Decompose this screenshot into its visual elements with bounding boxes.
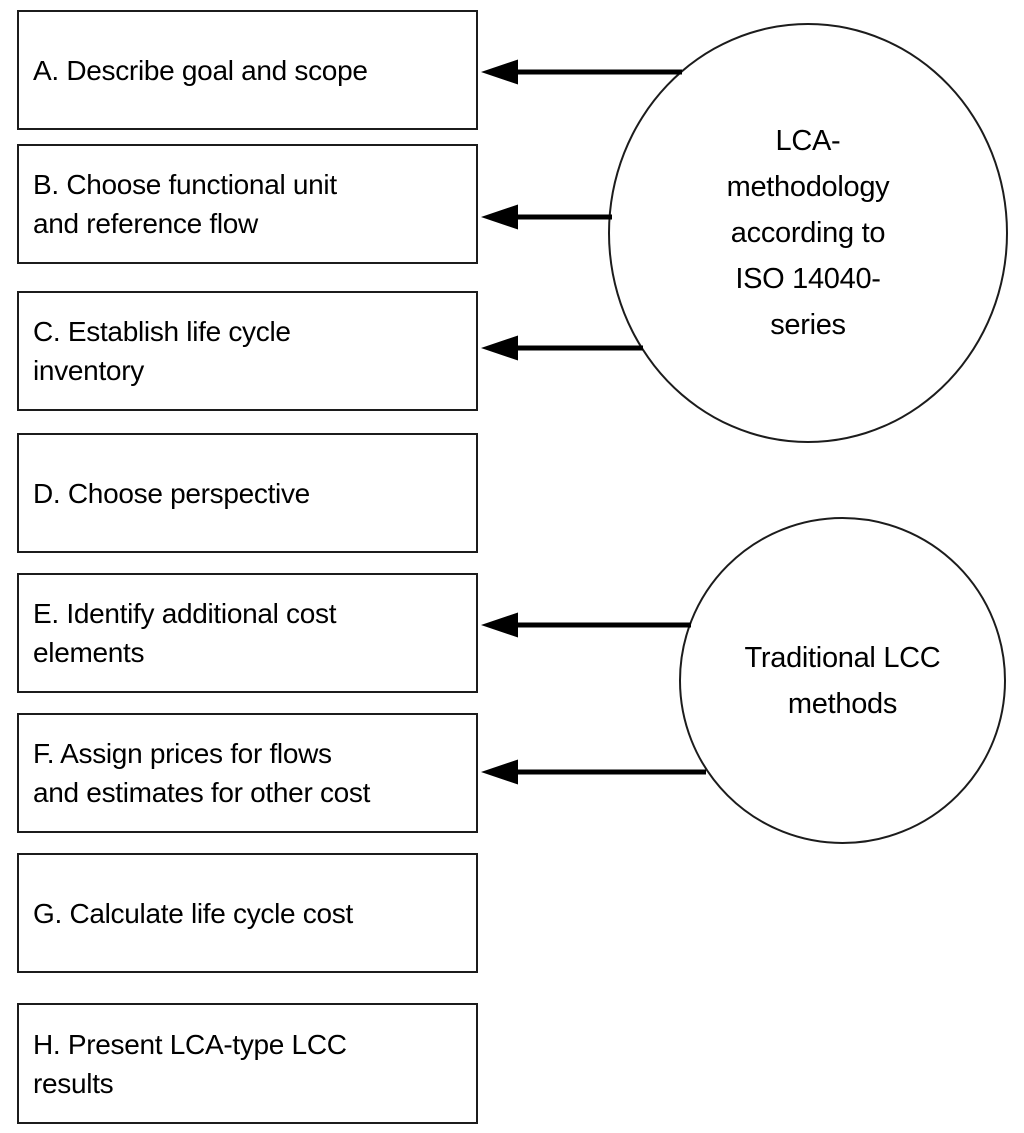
box-b-label: B. Choose functional unit and reference …: [33, 169, 337, 239]
box-present-lca-type-lcc-results: H. Present LCA-type LCC results: [17, 1003, 478, 1124]
arrow-lca-to-box-b: [481, 204, 612, 230]
box-choose-functional-unit: B. Choose functional unit and reference …: [17, 144, 478, 264]
box-choose-perspective: D. Choose perspective: [17, 433, 478, 553]
box-h-label: H. Present LCA-type LCC results: [33, 1028, 347, 1099]
box-identify-additional-cost-elements: E. Identify additional cost elements: [17, 573, 478, 693]
arrow-lcc-to-box-f: [481, 759, 706, 785]
arrow-lca-to-box-c: [481, 335, 643, 361]
circle-traditional-lcc-methods-label: Traditional LCC methods: [744, 641, 941, 720]
arrow-lca-to-box-a: [481, 59, 682, 85]
box-f-label: F. Assign prices for flows and estimates…: [33, 738, 371, 808]
arrow-lcc-to-box-e: [481, 612, 691, 638]
circle-traditional-lcc-methods: Traditional LCC methods: [679, 517, 1006, 844]
box-calculate-life-cycle-cost: G. Calculate life cycle cost: [17, 853, 478, 973]
box-establish-life-cycle-inventory: C. Establish life cycle inventory: [17, 291, 478, 411]
box-e-label: E. Identify additional cost elements: [33, 598, 337, 668]
circle-lca-methodology-label: LCA- methodology according to ISO 14040-…: [726, 125, 890, 341]
box-assign-prices-for-flows: F. Assign prices for flows and estimates…: [17, 713, 478, 833]
box-c-label: C. Establish life cycle inventory: [33, 316, 291, 386]
circle-lca-methodology: LCA- methodology according to ISO 14040-…: [608, 23, 1008, 443]
box-g-label: G. Calculate life cycle cost: [33, 897, 353, 929]
box-a-label: A. Describe goal and scope: [33, 54, 368, 86]
box-d-label: D. Choose perspective: [33, 477, 310, 509]
box-describe-goal-and-scope: A. Describe goal and scope: [17, 10, 478, 130]
